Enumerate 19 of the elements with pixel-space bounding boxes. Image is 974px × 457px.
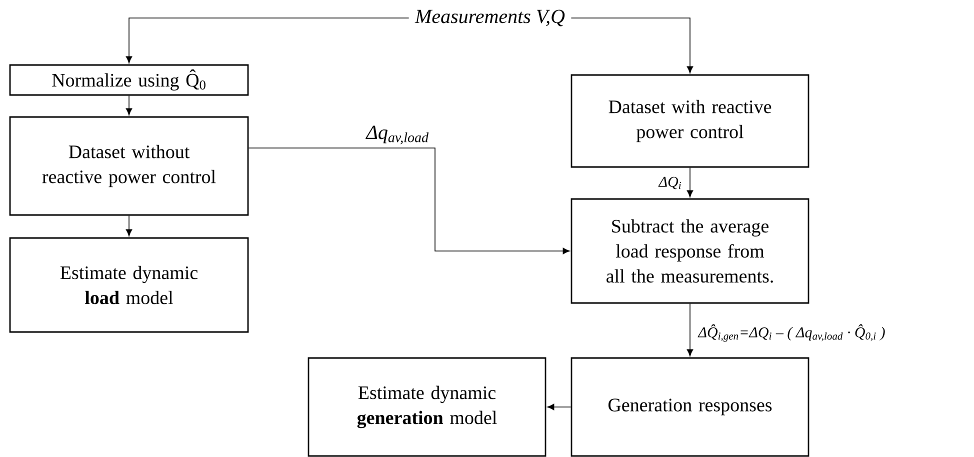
arrow (126, 215, 132, 236)
edge-label: ΔQ̂$_{i,gen}$=ΔQ$_{i}$ – ( Δq$_{av,load}$ · Q̂$_{0,i}$ ) (697, 323, 886, 343)
process-box: Normalize using Q̂$_{0}$ (9, 64, 249, 96)
edge-label: ΔQ$_{i}$ (658, 176, 683, 190)
arrow (686, 303, 694, 356)
heading-text: Measurements V,Q (414, 10, 565, 26)
arrow (686, 167, 694, 198)
process-box: Subtract the average load response from all the measurements. (570, 198, 810, 304)
arrow (547, 404, 572, 410)
arrow (248, 148, 570, 254)
process-box: Generation responses (570, 357, 810, 457)
process-box: Dataset with reactive power control (570, 74, 810, 168)
arrow (126, 18, 410, 64)
process-box: Estimate dynamic generation model (308, 357, 546, 457)
arrow (570, 18, 694, 74)
arrow (126, 95, 132, 116)
process-box: Estimate dynamic load model (9, 237, 249, 333)
process-box: Dataset without reactive power control (9, 116, 249, 216)
edge-label: Δq$_{av,load}$ (365, 124, 430, 146)
